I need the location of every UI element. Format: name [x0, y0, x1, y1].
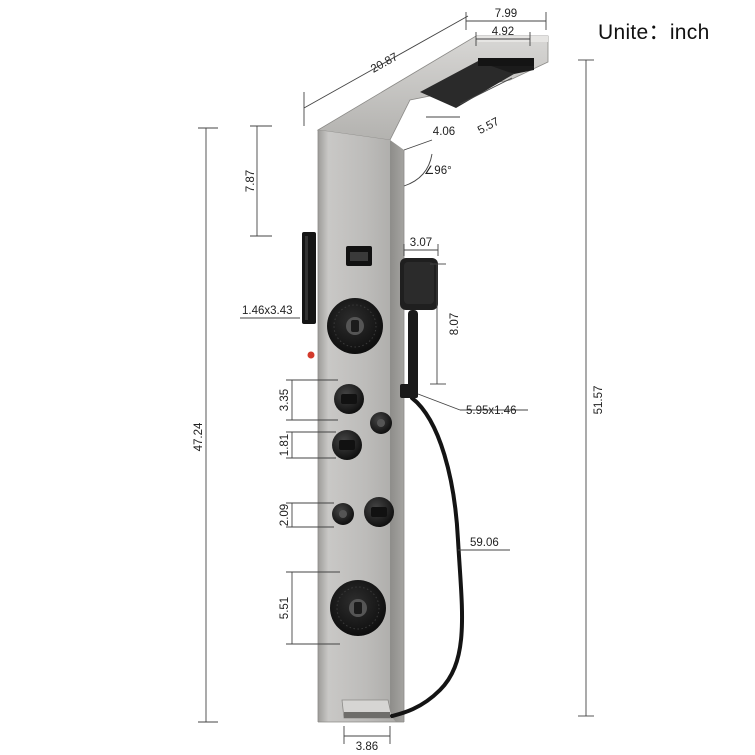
dim-rain-width: 4.92 [492, 26, 514, 38]
control-knob-3 [364, 497, 394, 527]
dim-side-panel: 1.46x3.43 [242, 305, 293, 317]
rain-shower-plate [420, 60, 514, 108]
side-spray-bar [302, 232, 316, 324]
dim-top-to-display: 7.87 [245, 170, 257, 192]
unit-label: Unite：inch [598, 21, 710, 44]
dim-total-height: 51.57 [593, 386, 605, 415]
dim-knob-spacing-2: 1.81 [279, 434, 291, 456]
control-knob-1 [334, 384, 364, 414]
panel-front [318, 130, 404, 722]
dim-rain-offset: 4.06 [433, 126, 455, 138]
dim-handheld-height: 8.07 [449, 313, 461, 335]
hand-shower [390, 258, 465, 718]
dim-top-width: 7.99 [495, 8, 517, 20]
dim-spout-width: 3.86 [356, 741, 378, 753]
dim-holder: 5.95x1.46 [466, 405, 517, 417]
panel-body [302, 35, 549, 723]
dimension-lines [198, 12, 594, 744]
tub-spout [341, 699, 393, 719]
shower-hose [390, 396, 465, 718]
dim-body-jet-height: 5.51 [279, 597, 291, 619]
dim-top-length: 20.87 [369, 51, 400, 75]
hot-indicator [307, 351, 315, 359]
dim-handheld-width: 3.07 [410, 237, 432, 249]
control-knob-2 [332, 430, 362, 460]
small-jet-right [370, 412, 392, 434]
waterfall-outlet [478, 58, 534, 66]
dim-angle: ∠96° [424, 165, 452, 177]
small-jet-left [332, 503, 354, 525]
dim-hose-length: 59.06 [470, 537, 499, 549]
body-jet-lower [330, 580, 386, 636]
dim-knob-spacing-3: 2.09 [279, 504, 291, 526]
dim-knob-spacing-1: 3.35 [279, 389, 291, 411]
dim-rain-depth: 5.57 [476, 116, 501, 137]
body-jet-upper [327, 298, 383, 354]
panel-side [390, 140, 404, 722]
dim-lower-height: 47.24 [193, 422, 205, 451]
